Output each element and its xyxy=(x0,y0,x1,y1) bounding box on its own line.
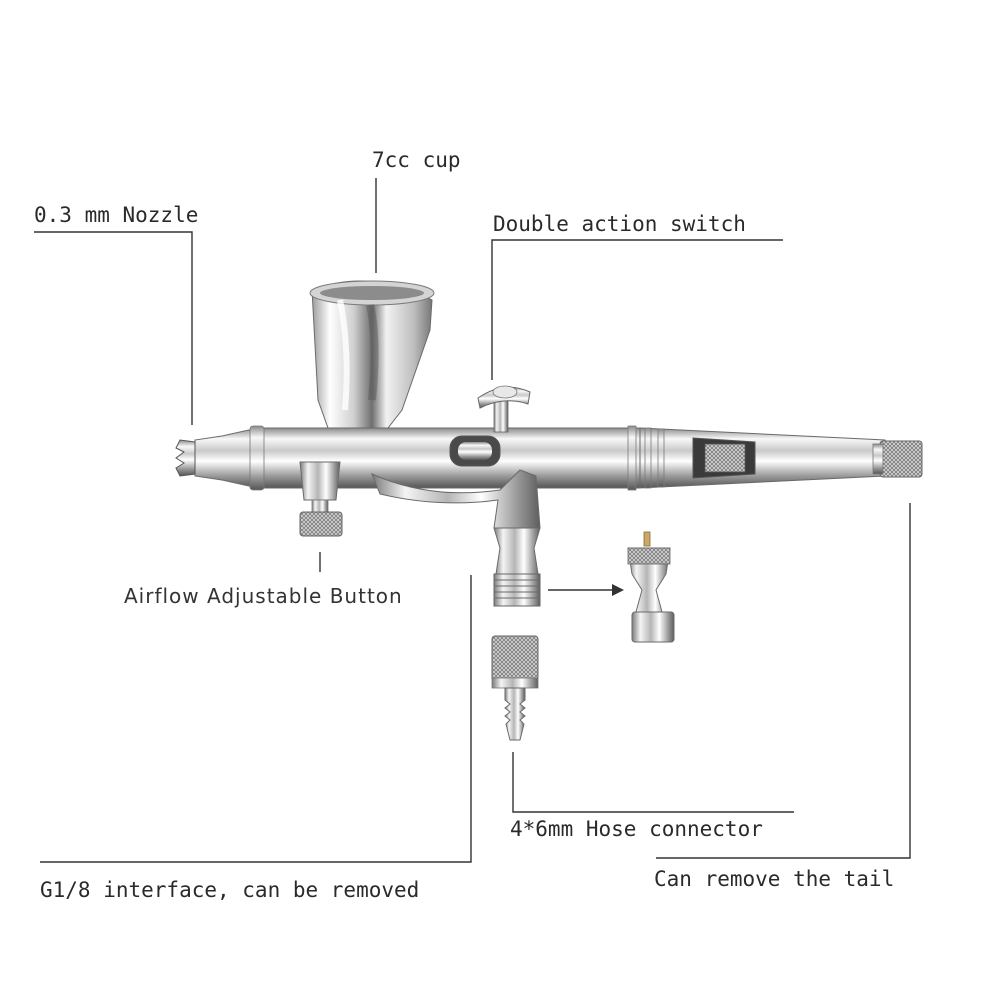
adapter-arrow xyxy=(548,584,624,596)
airbrush-body xyxy=(175,280,923,607)
leader-lines xyxy=(34,178,911,863)
g18-adapter-part xyxy=(627,531,675,643)
hose-label: 4*6mm Hose connector xyxy=(510,817,763,841)
interface-leader xyxy=(40,575,472,863)
switch-label: Double action switch xyxy=(493,212,746,236)
airflow-label: Airflow Adjustable Button xyxy=(124,584,403,608)
switch-leader xyxy=(491,239,783,380)
tail-label: Can remove the tail xyxy=(654,867,895,891)
interface-label: G1/8 interface, can be removed xyxy=(40,878,420,902)
hose-leader xyxy=(512,752,794,813)
tail-leader xyxy=(656,503,911,859)
cup-label: 7cc cup xyxy=(372,148,461,172)
nozzle-label: 0.3 mm Nozzle xyxy=(34,203,199,227)
hose-connector-part xyxy=(491,635,539,741)
nozzle-leader xyxy=(34,231,193,425)
